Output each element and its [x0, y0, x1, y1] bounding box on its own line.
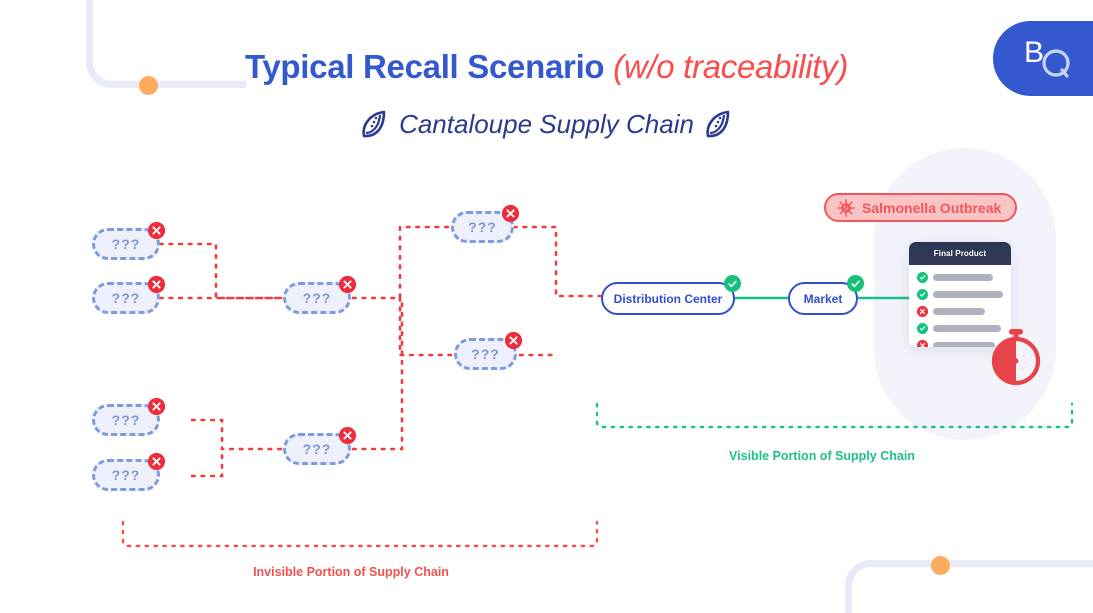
- node-unknown-7[interactable]: ???: [92, 453, 165, 491]
- error-badge: [148, 453, 165, 470]
- error-badge: [339, 276, 356, 293]
- node-unknown-6[interactable]: ???: [92, 398, 165, 436]
- list-item: [917, 340, 1003, 347]
- page-subtitle: Cantaloupe Supply Chain: [0, 108, 1093, 140]
- error-badge: [148, 276, 165, 293]
- bacteria-icon: [837, 198, 855, 217]
- content-bar: [933, 274, 993, 281]
- bq-logo-icon: B: [1024, 36, 1070, 78]
- check-icon: [917, 323, 928, 334]
- node-label: ???: [302, 290, 332, 306]
- content-bar: [933, 325, 1001, 332]
- node-label: ???: [468, 219, 497, 235]
- melon-slice-icon: [362, 110, 386, 138]
- list-item: [917, 323, 1003, 334]
- close-icon: [917, 306, 928, 317]
- decor-dot-top-left: [139, 76, 158, 95]
- node-unknown-1[interactable]: ???: [92, 222, 165, 260]
- page-subtitle-text: Cantaloupe Supply Chain: [399, 108, 694, 139]
- node-label: ???: [111, 236, 141, 252]
- visible-portion-bracket: [595, 402, 1074, 429]
- error-badge: [505, 332, 522, 349]
- page-title-parenthetical: (w/o traceability): [613, 48, 849, 85]
- list-item: [917, 289, 1003, 300]
- page-title-main: Typical Recall Scenario: [244, 48, 614, 85]
- final-product-rows: [909, 265, 1011, 347]
- node-unknown-4[interactable]: ???: [451, 205, 519, 243]
- invisible-chain-connectors: [158, 225, 602, 478]
- node-label: Market: [803, 291, 843, 306]
- error-badge: [148, 222, 165, 239]
- content-bar: [933, 342, 995, 347]
- check-icon: [917, 289, 928, 300]
- svg-text:B: B: [1024, 36, 1044, 69]
- invisible-portion-bracket: [121, 520, 599, 548]
- node-unknown-2[interactable]: ???: [92, 276, 165, 314]
- node-label: ???: [471, 346, 500, 362]
- content-bar: [933, 291, 1003, 298]
- list-item: [917, 272, 1003, 283]
- node-market[interactable]: Market: [788, 275, 864, 315]
- check-icon: [917, 272, 928, 283]
- node-label: ???: [302, 441, 332, 457]
- close-icon: [917, 340, 928, 347]
- brand-logo[interactable]: B: [993, 21, 1093, 96]
- node-label: Distribution Center: [613, 291, 723, 306]
- page-title: Typical Recall Scenario (w/o traceabilit…: [0, 48, 1093, 86]
- final-product-title: Final Product: [909, 242, 1011, 265]
- visible-portion-label: Visible Portion of Supply Chain: [729, 449, 915, 463]
- stopwatch-icon: [986, 327, 1046, 392]
- content-bar: [933, 308, 985, 315]
- node-unknown-5[interactable]: ???: [454, 332, 522, 370]
- node-unknown-3[interactable]: ???: [283, 276, 356, 314]
- outbreak-label: Salmonella Outbreak: [862, 199, 1002, 216]
- node-unknown-8[interactable]: ???: [283, 427, 356, 465]
- verified-badge: [724, 275, 741, 292]
- decor-dot-bottom-right: [931, 556, 950, 575]
- decor-frame-bottom-right: [845, 560, 1093, 613]
- node-label: ???: [111, 290, 141, 306]
- error-badge: [148, 398, 165, 415]
- invisible-portion-label: Invisible Portion of Supply Chain: [253, 565, 449, 579]
- melon-slice-icon: [706, 110, 730, 138]
- decor-frame-top-left: [86, 0, 246, 88]
- list-item: [917, 306, 1003, 317]
- status-badge-outbreak[interactable]: Salmonella Outbreak: [824, 193, 1018, 222]
- error-badge: [339, 427, 356, 444]
- error-badge: [502, 205, 519, 222]
- verified-badge: [847, 275, 864, 292]
- final-product-card[interactable]: Final Product: [909, 242, 1011, 347]
- node-distribution-center[interactable]: Distribution Center: [601, 275, 741, 315]
- node-label: ???: [111, 412, 141, 428]
- node-label: ???: [111, 467, 141, 483]
